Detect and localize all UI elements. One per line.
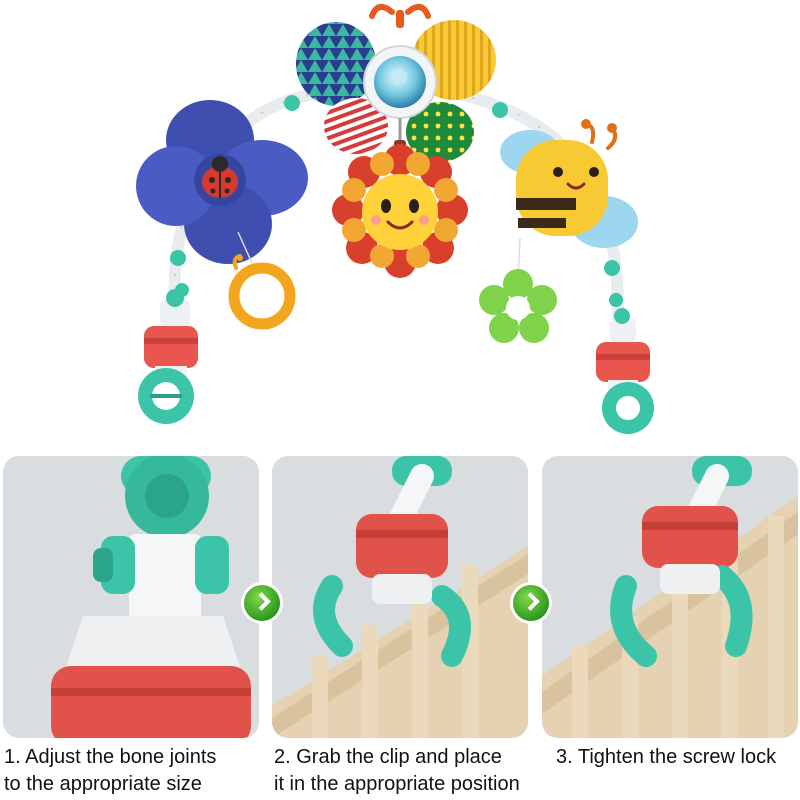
left-clip [138, 289, 198, 424]
step-arrow-1 [244, 585, 280, 621]
step-arrow-2 [513, 585, 549, 621]
center-rattle [296, 3, 496, 162]
bee-icon [500, 119, 638, 248]
step-3-caption: 3. Tighten the screw lock [556, 746, 777, 768]
step-1-photo [3, 456, 259, 738]
sun-flower-icon [332, 144, 468, 278]
chevron-right-icon [252, 592, 271, 611]
activity-arch-toy [136, 3, 654, 434]
mirror-icon [363, 45, 437, 119]
step-2-photo [272, 456, 528, 738]
right-clip [596, 308, 654, 434]
step-1-caption: 1. Adjust the bone joints to the appropr… [4, 746, 217, 795]
chevron-right-icon [521, 592, 540, 611]
snail-ring-icon [228, 254, 296, 330]
step-2-caption: 2. Grab the clip and place it in the app… [274, 746, 520, 795]
ladybug-icon [136, 100, 308, 264]
step-3-photo [542, 456, 798, 738]
flower-teether-icon [479, 269, 557, 343]
